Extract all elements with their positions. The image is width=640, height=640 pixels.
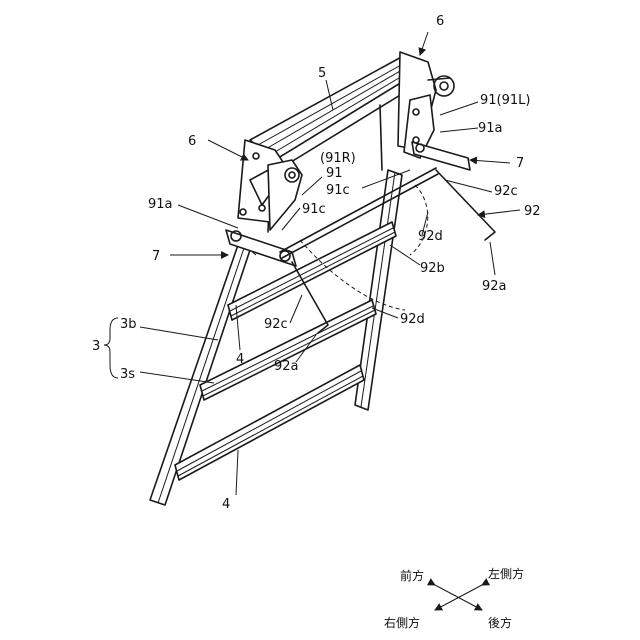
label-91a-left: 91a (148, 197, 173, 212)
label-91R: (91R) (320, 151, 356, 166)
label-4-upper: 4 (236, 352, 244, 367)
label-92c-right: 92c (494, 184, 518, 199)
direction-indicator: 前方 左側方 右側方 後方 (384, 566, 524, 630)
direction-left-side: 左側方 (488, 566, 524, 581)
label-92a-left: 92a (274, 359, 299, 374)
label-91: 91 (326, 166, 343, 181)
brace-3 (104, 318, 118, 378)
label-7-left: 7 (152, 249, 160, 264)
label-91a-right: 91a (478, 121, 503, 136)
label-92a-right: 92a (482, 279, 507, 294)
label-4-lower: 4 (222, 497, 230, 512)
label-5: 5 (318, 66, 326, 81)
label-6-left: 6 (188, 134, 196, 149)
label-3b: 3b (120, 317, 137, 332)
label-91c-lower: 91c (302, 202, 326, 217)
label-3s: 3s (120, 367, 135, 382)
label-91c-upper: 91c (326, 183, 350, 198)
label-7-right: 7 (516, 156, 524, 171)
label-92: 92 (524, 204, 541, 219)
left-lock-plate (268, 160, 302, 230)
direction-rear: 後方 (488, 615, 512, 630)
label-92b: 92b (420, 261, 445, 276)
label-92c-left: 92c (264, 317, 288, 332)
label-91-91L: 91(91L) (480, 93, 530, 108)
label-92d-lower: 92d (400, 312, 425, 327)
label-92d-upper: 92d (418, 229, 443, 244)
direction-front: 前方 (400, 568, 424, 583)
right-link-7 (412, 142, 470, 170)
label-6-top: 6 (436, 14, 444, 29)
label-3: 3 (92, 339, 100, 354)
direction-right-side: 右側方 (384, 615, 420, 630)
